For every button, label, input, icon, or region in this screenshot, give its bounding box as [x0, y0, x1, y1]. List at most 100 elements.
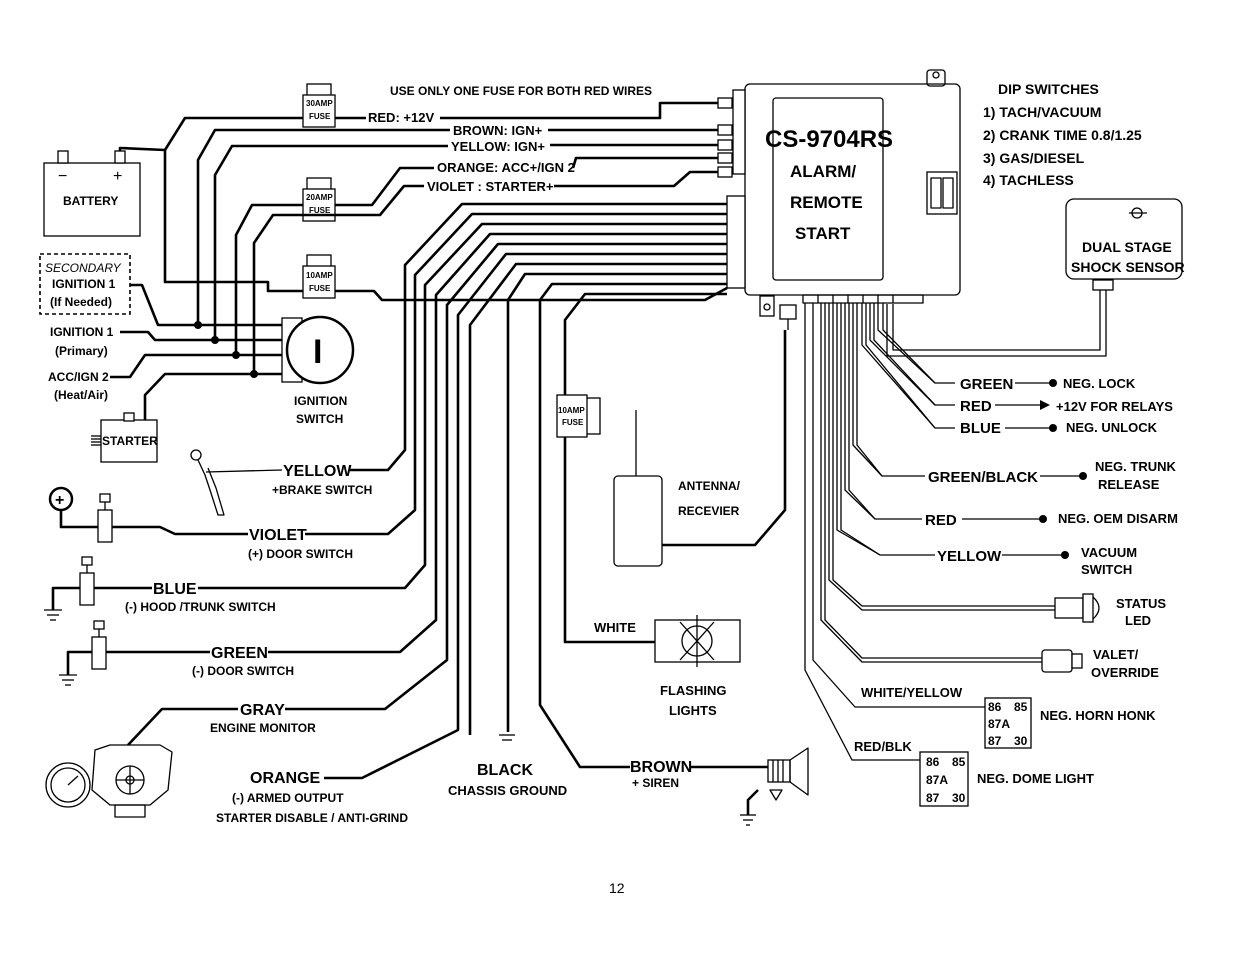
power-wire-orange: ORANGE: ACC+/IGN 2	[437, 160, 575, 175]
white-wire-label: WHITE	[594, 620, 636, 635]
ignition-switch-label: SWITCH	[296, 412, 343, 426]
chassis-ground-label: CHASSIS GROUND	[448, 783, 567, 798]
module-model: CS-9704RS	[765, 126, 893, 153]
brown-wire-label: BROWN	[630, 759, 692, 776]
input-desc: (+) DOOR SWITCH	[248, 547, 353, 561]
output-desc: NEG. LOCK	[1063, 376, 1136, 391]
secondary-label: (If Needed)	[50, 295, 112, 309]
input-wire-label: VIOLET	[249, 527, 307, 544]
battery-label: BATTERY	[63, 194, 118, 208]
power-wire-violet: VIOLET : STARTER+	[427, 179, 554, 194]
output-desc-2: RELEASE	[1098, 477, 1160, 492]
input-desc: (-) HOOD /TRUNK SWITCH	[125, 600, 276, 614]
siren: BROWN + SIREN	[630, 747, 809, 826]
output-desc: VACUUM	[1081, 545, 1137, 560]
input-wire-label: GRAY	[240, 702, 285, 719]
control-module: CS-9704RS ALARM/ REMOTE START	[717, 69, 961, 317]
flashing-lights-label: LIGHTS	[669, 703, 717, 718]
input-wire-label: BLUE	[153, 581, 197, 598]
valet-label: OVERRIDE	[1091, 665, 1159, 680]
siren-label: + SIREN	[632, 776, 679, 790]
output-wire-label: RED	[960, 398, 992, 415]
status-led-label: STATUS	[1116, 596, 1166, 611]
ignition-switch: I IGNITION SWITCH	[281, 315, 355, 426]
output-desc-2: SWITCH	[1081, 562, 1132, 577]
input-desc-2: STARTER DISABLE / ANTI-GRIND	[216, 811, 408, 825]
battery-minus: −	[58, 168, 67, 185]
horn-relay-label: NEG. HORN HONK	[1040, 708, 1156, 723]
engine-icon	[45, 707, 238, 818]
relay-pin: 87	[988, 734, 1002, 748]
fuse-label: 10AMP	[558, 406, 585, 415]
chassis-ground	[499, 725, 515, 741]
relay-pin: 30	[1014, 734, 1028, 748]
hood-trunk-switch	[44, 556, 152, 621]
fuse-label: FUSE	[309, 112, 331, 121]
output-desc: NEG. UNLOCK	[1066, 420, 1158, 435]
ignition-key-glyph: I	[313, 333, 322, 371]
fuse-label: FUSE	[309, 284, 331, 293]
page-number: 12	[609, 880, 625, 896]
ign1-label: IGNITION 1	[50, 325, 114, 339]
status-led-label: LED	[1125, 613, 1151, 628]
power-wire-brown: BROWN: IGN+	[453, 123, 543, 138]
relay-pin: 86	[926, 755, 940, 769]
input-wire-label: GREEN	[211, 645, 268, 662]
power-wire-yellow: YELLOW: IGN+	[451, 139, 545, 154]
starter: STARTER	[91, 372, 282, 463]
relay-pin: 85	[1014, 700, 1028, 714]
module-line-3: START	[795, 224, 851, 243]
fuse-10amp-lights: 10AMP FUSE	[556, 394, 601, 438]
antenna-label: RECEVIER	[678, 504, 740, 518]
door-switch-negative	[59, 620, 210, 686]
output-wire-label: BLUE	[960, 420, 1001, 437]
fuse-label: FUSE	[562, 418, 584, 427]
valet-override-button	[820, 303, 1083, 673]
relay-pin: 87A	[988, 717, 1010, 731]
output-wire-label: GREEN/BLACK	[928, 469, 1038, 486]
dip-item: 3) GAS/DIESEL	[983, 150, 1085, 166]
input-wire-label: YELLOW	[283, 463, 352, 480]
horn-wire-label: WHITE/YELLOW	[861, 685, 963, 700]
relay-pin: 30	[952, 791, 966, 805]
starter-label: STARTER	[102, 434, 158, 448]
output-wire-label: GREEN	[960, 376, 1013, 393]
acc-sub: (Heat/Air)	[54, 388, 108, 402]
output-wire-label: RED	[925, 512, 957, 529]
sensor-label-1: DUAL STAGE	[1082, 239, 1172, 255]
secondary-label: IGNITION 1	[52, 277, 116, 291]
fuse-note: USE ONLY ONE FUSE FOR BOTH RED WIRES	[390, 84, 652, 98]
dip-item: 1) TACH/VACUUM	[983, 104, 1101, 120]
input-desc: (-) ARMED OUTPUT	[232, 791, 344, 805]
status-led	[828, 303, 1100, 623]
fuse-10amp: 10AMP FUSE	[302, 254, 336, 299]
ignition-switch-label: IGNITION	[294, 394, 347, 408]
shock-sensor: DUAL STAGE SHOCK SENSOR	[886, 198, 1185, 357]
flashing-lights	[654, 615, 741, 667]
dome-wire-label: RED/BLK	[854, 739, 912, 754]
valet-label: VALET/	[1093, 647, 1139, 662]
antenna-receiver	[613, 304, 797, 567]
power-wire-red: RED: +12V	[368, 110, 434, 125]
output-desc: NEG. OEM DISARM	[1058, 511, 1178, 526]
input-desc: (-) DOOR SWITCH	[192, 664, 294, 678]
input-desc: ENGINE MONITOR	[210, 721, 316, 735]
fuse-label: 20AMP	[306, 193, 333, 202]
relay-pin: 85	[952, 755, 966, 769]
secondary-label: SECONDARY	[45, 261, 122, 275]
dome-relay: 86 85 87A 87 30	[919, 751, 969, 807]
fuse-label: 10AMP	[306, 271, 333, 280]
plus-glyph: +	[55, 492, 64, 509]
output-desc: +12V FOR RELAYS	[1056, 399, 1173, 414]
module-line-1: ALARM/	[790, 162, 856, 181]
sensor-label-2: SHOCK SENSOR	[1071, 259, 1185, 275]
antenna-label: ANTENNA/	[678, 479, 741, 493]
dip-switch-legend: DIP SWITCHES 1) TACH/VACUUM 2) CRANK TIM…	[983, 81, 1142, 188]
dip-item: 2) CRANK TIME 0.8/1.25	[983, 127, 1142, 143]
flashing-lights-label: FLASHING	[660, 683, 726, 698]
fuse-30amp: 30AMP FUSE	[302, 83, 336, 128]
dome-relay-label: NEG. DOME LIGHT	[977, 771, 1094, 786]
input-wire-label: ORANGE	[250, 770, 321, 787]
brake-pedal	[190, 449, 283, 516]
ign1-sub: (Primary)	[55, 344, 108, 358]
